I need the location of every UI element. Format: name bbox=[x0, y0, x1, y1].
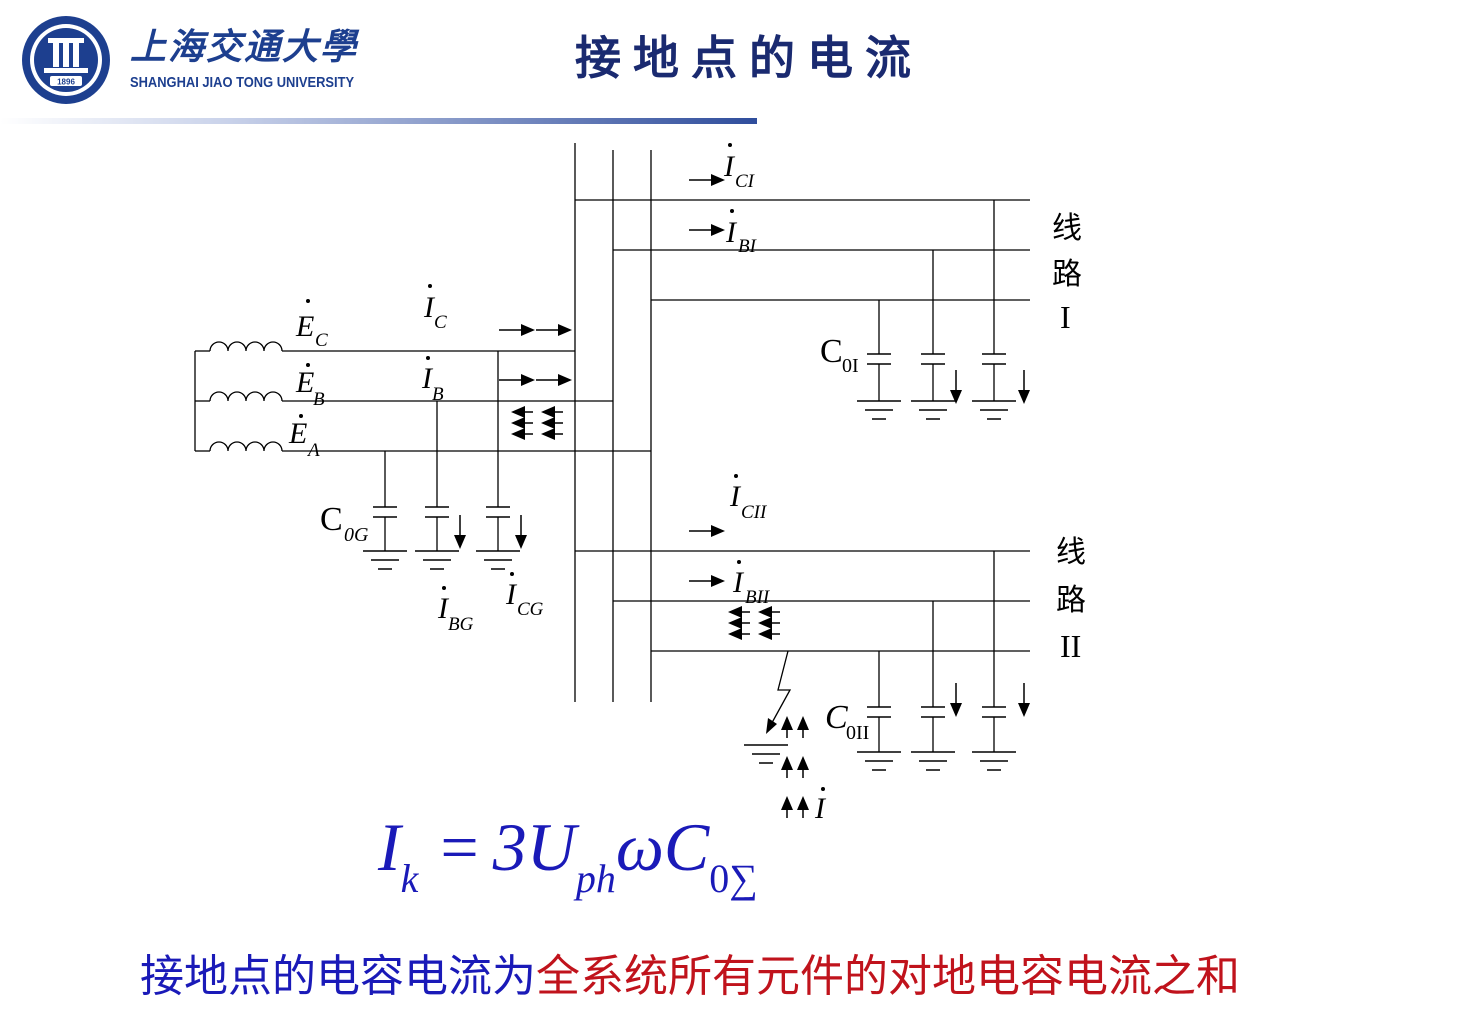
svg-text:I: I bbox=[437, 592, 450, 625]
svg-text:C: C bbox=[825, 699, 848, 736]
svg-text:线: 线 bbox=[1056, 535, 1086, 570]
label-c0i: C 0I bbox=[820, 333, 859, 377]
label-ibii: I BII bbox=[732, 560, 771, 608]
university-logo: 1896 上海交通大學 SHANGHAI JIAO TONG UNIVERSIT… bbox=[18, 14, 356, 104]
label-fault-current: I bbox=[814, 787, 827, 825]
label-line-2: 线 路 II bbox=[1056, 535, 1086, 664]
svg-text:I: I bbox=[732, 566, 745, 599]
label-icg: I CG bbox=[505, 572, 544, 620]
fault-current-formula: Ik =3UphωC0∑ bbox=[378, 808, 758, 901]
logo-year: 1896 bbox=[57, 78, 75, 87]
caption-part-1: 接地点的电容电流为 bbox=[140, 951, 536, 1002]
label-ic: I C bbox=[423, 284, 447, 333]
svg-text:0I: 0I bbox=[842, 355, 859, 377]
svg-text:A: A bbox=[306, 440, 320, 461]
svg-text:II: II bbox=[1060, 628, 1081, 664]
svg-text:C: C bbox=[820, 333, 843, 370]
label-c0ii: C 0II bbox=[825, 699, 869, 744]
formula-lhs-sub: k bbox=[400, 856, 419, 901]
label-ibg: I BG bbox=[437, 586, 474, 635]
svg-text:0II: 0II bbox=[846, 722, 869, 744]
formula-rhs2: ωC bbox=[615, 809, 710, 885]
label-ea: E A bbox=[288, 414, 320, 461]
svg-text:I: I bbox=[723, 150, 736, 183]
slide-title: 接地点的电流 bbox=[575, 31, 923, 85]
svg-text:CG: CG bbox=[517, 599, 544, 620]
svg-text:线: 线 bbox=[1052, 211, 1082, 246]
svg-text:BII: BII bbox=[745, 587, 771, 608]
logo-chinese-name: 上海交通大學 bbox=[130, 26, 359, 68]
label-ib: I B bbox=[421, 356, 444, 405]
svg-text:CI: CI bbox=[735, 171, 756, 192]
title-underline bbox=[0, 118, 757, 124]
svg-text:C: C bbox=[315, 330, 328, 351]
label-c0g: C 0G bbox=[320, 501, 369, 546]
formula-lhs: I bbox=[378, 809, 401, 885]
formula-rhs-sub: ph bbox=[575, 856, 616, 901]
svg-text:I: I bbox=[505, 578, 518, 611]
svg-text:I: I bbox=[421, 362, 434, 395]
formula-rhs: 3U bbox=[492, 809, 576, 885]
svg-text:E: E bbox=[295, 366, 314, 399]
svg-text:CII: CII bbox=[741, 502, 768, 523]
svg-text:E: E bbox=[295, 310, 314, 343]
svg-text:I: I bbox=[725, 216, 738, 249]
label-ec: E C bbox=[295, 299, 328, 351]
svg-text:BI: BI bbox=[738, 236, 758, 257]
label-ici: I CI bbox=[723, 143, 756, 192]
svg-text:I: I bbox=[729, 480, 742, 513]
label-ibi: I BI bbox=[725, 209, 758, 257]
svg-text:I: I bbox=[814, 792, 827, 825]
university-seal-icon: 1896 bbox=[22, 16, 110, 104]
svg-text:E: E bbox=[288, 417, 307, 450]
svg-text:B: B bbox=[432, 384, 444, 405]
svg-text:B: B bbox=[313, 389, 325, 410]
formula-equals: = bbox=[440, 809, 479, 885]
svg-text:0G: 0G bbox=[344, 524, 369, 546]
svg-text:I: I bbox=[1060, 299, 1071, 335]
caption-part-2: 全系统所有元件的对地电容电流之和 bbox=[536, 951, 1240, 1002]
label-eb: E B bbox=[295, 363, 325, 410]
label-icii: I CII bbox=[729, 474, 768, 523]
svg-text:路: 路 bbox=[1056, 583, 1086, 618]
svg-text:BG: BG bbox=[448, 614, 474, 635]
svg-text:C: C bbox=[320, 501, 343, 538]
slide-caption: 接地点的电容电流为全系统所有元件的对地电容电流之和 bbox=[140, 940, 1240, 1004]
label-line-1: 线 路 I bbox=[1052, 211, 1082, 335]
svg-text:路: 路 bbox=[1052, 257, 1082, 292]
formula-rhs2-sub: 0∑ bbox=[709, 856, 758, 901]
svg-text:I: I bbox=[423, 291, 436, 324]
logo-english-name: SHANGHAI JIAO TONG UNIVERSITY bbox=[130, 74, 355, 91]
svg-text:C: C bbox=[434, 312, 447, 333]
